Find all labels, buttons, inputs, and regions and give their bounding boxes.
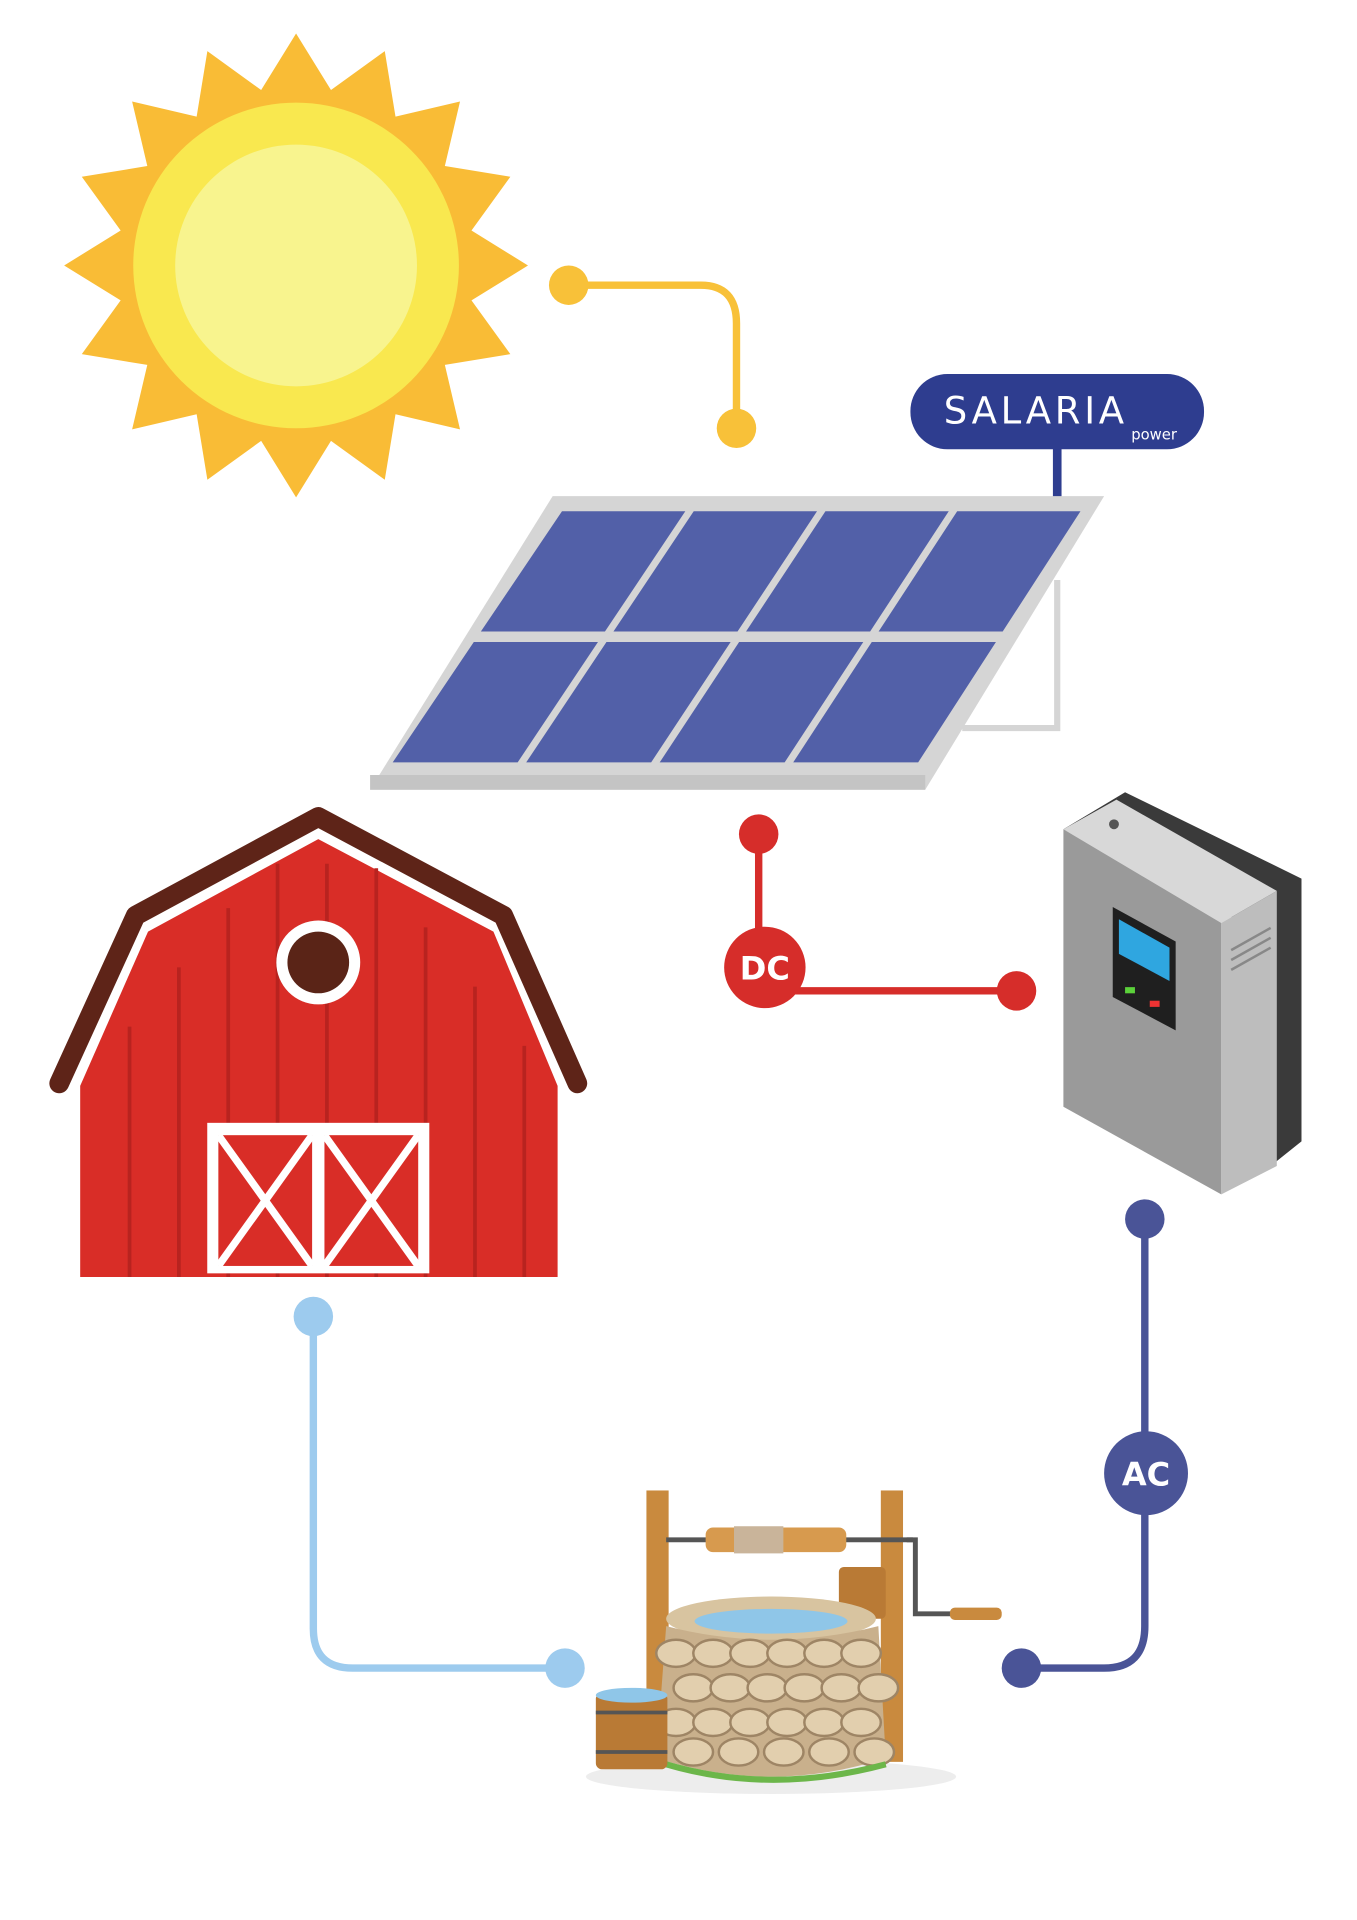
well-stone [672,1737,715,1767]
solar-cell [793,642,996,763]
solar-cell [392,642,598,763]
well-stone [840,1707,883,1738]
ac-label: AC [1122,1456,1170,1494]
well-stone [766,1707,809,1738]
brand-tagline: power [1131,426,1178,443]
barn-icon [49,807,588,1278]
inverter-icon [1063,792,1302,1195]
sun-connector [548,265,757,449]
dc-connector: DC [724,814,1037,1011]
water-well-icon [585,1490,1002,1794]
well-stone [820,1673,863,1703]
well-stone [672,1673,715,1703]
solar-cell [480,511,686,632]
brand-logo: SALARIA power [910,374,1205,499]
well-stone [762,1737,805,1767]
well-stone [803,1638,846,1669]
brand-name: SALARIA [944,389,1128,432]
solar-panel-icon [370,496,1105,790]
solar-cell [613,511,818,632]
well-stone [729,1638,772,1669]
water-connector [293,1296,585,1688]
well-stone [692,1638,735,1669]
well-stone [766,1638,809,1669]
well-stone [746,1673,789,1703]
dc-label: DC [740,950,790,988]
well-stone [655,1638,698,1669]
solar-cell [746,511,949,632]
well-stone [783,1673,826,1703]
sun-icon [64,33,528,498]
well-stone [857,1673,900,1703]
well-stone [729,1707,772,1738]
well-stone [840,1638,883,1669]
well-stone [709,1673,752,1703]
well-stone [808,1737,850,1767]
solar-cell [659,642,864,763]
well-stone [803,1707,846,1738]
well-stone [692,1707,735,1738]
solar-cell [526,642,731,763]
well-stone [853,1737,896,1767]
ac-connector: AC [1001,1199,1188,1688]
solar-cell [878,511,1081,632]
well-stone [717,1737,760,1767]
